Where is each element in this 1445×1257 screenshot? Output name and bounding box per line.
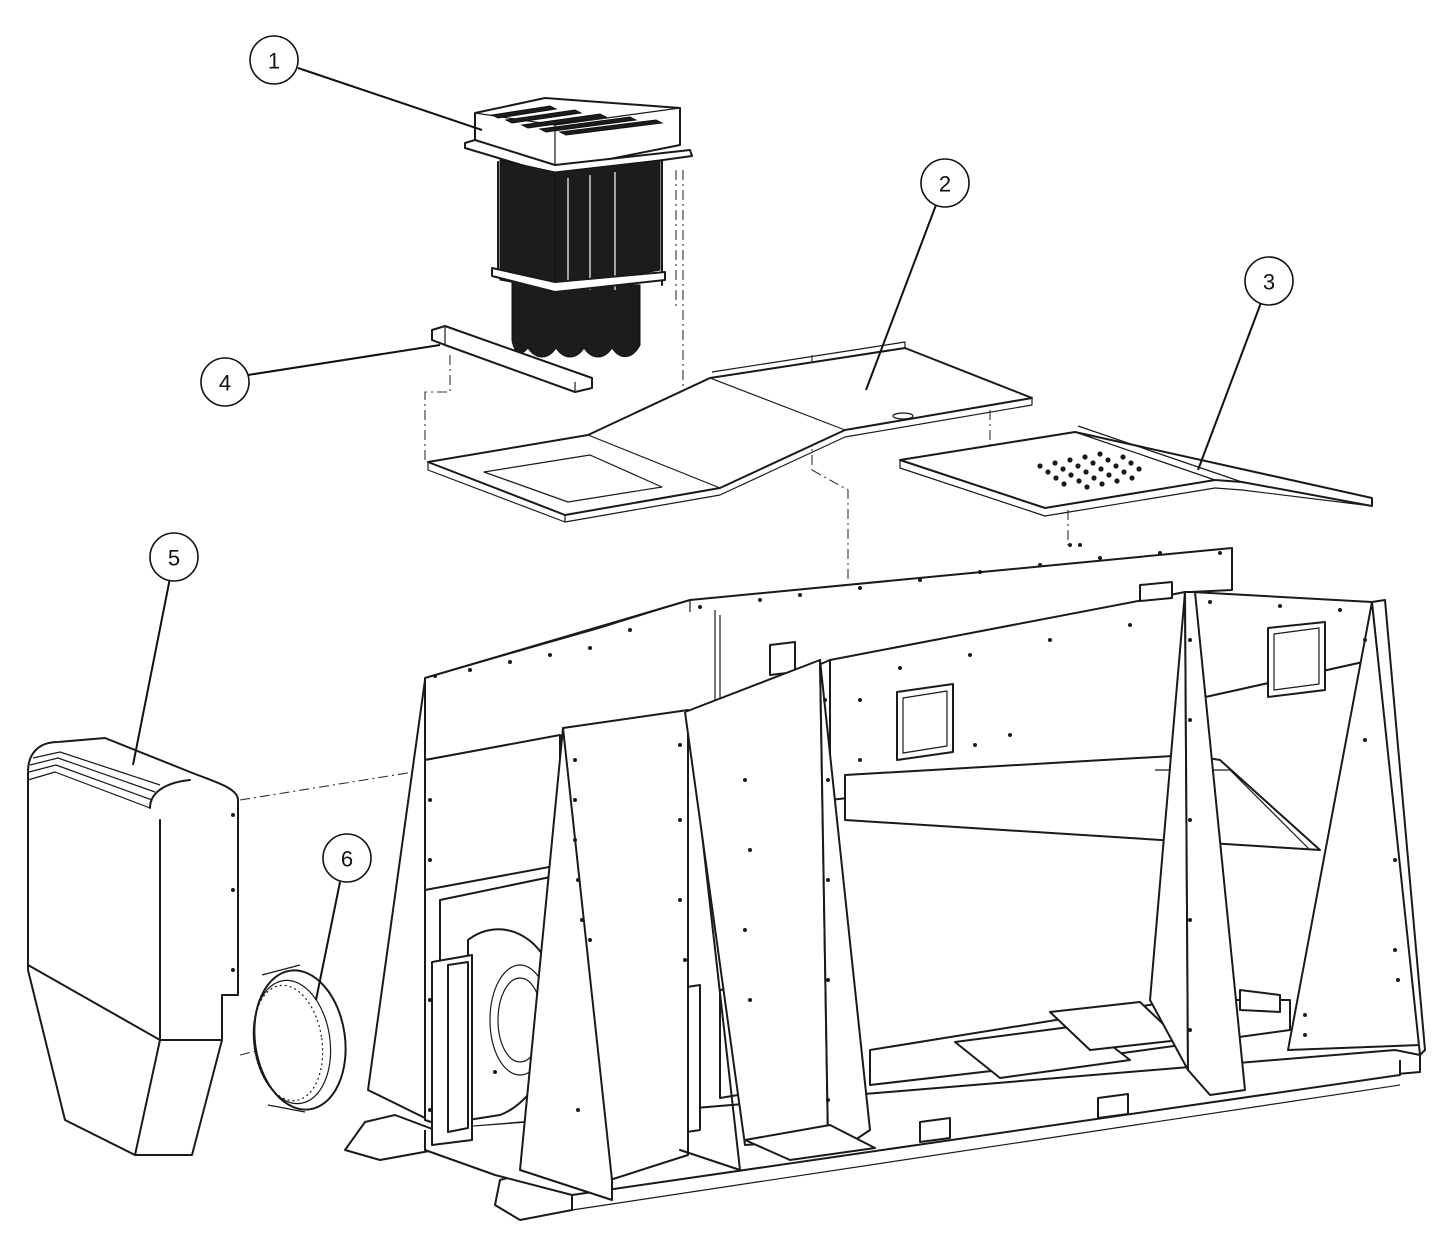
callout-5-circle [149,532,199,582]
callout-4-number: 4 [219,371,231,396]
callout-2-circle [920,158,970,208]
callout-2-number: 2 [939,172,951,197]
callout-2: 2 [920,158,970,208]
callout-3-circle [1244,256,1294,306]
callout-4-circle [200,357,250,407]
callout-3: 3 [1244,256,1294,306]
callout-3-number: 3 [1263,270,1275,295]
callout-5: 5 [149,532,199,582]
fastener-holes [428,543,1400,1112]
upper-deck-panel [427,341,1033,523]
callout-1-circle [249,35,299,85]
inlet-ring [252,964,347,1113]
callout-6-number: 6 [341,847,353,872]
callout-6: 6 [322,833,372,883]
callout-1-number: 1 [268,49,280,74]
top-grille [490,105,664,136]
end-cover [27,737,239,1156]
support-bracket [431,325,593,393]
heater-element-assembly [464,97,693,358]
callout-6-circle [322,833,372,883]
perforated-panel [899,425,1373,517]
perforation-holes [1037,451,1142,490]
leader-lines [132,67,1263,1001]
callout-4: 4 [200,357,250,407]
callout-5-number: 5 [168,546,180,571]
callout-1: 1 [249,35,299,85]
main-housing [344,543,1426,1221]
